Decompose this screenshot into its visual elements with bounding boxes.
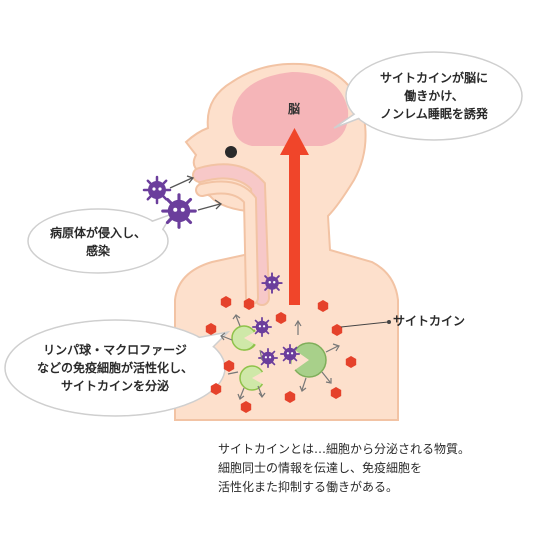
brain-label: 脳 — [288, 102, 301, 116]
caption: サイトカインとは…細胞から分泌される物質。 細胞同士の情報を伝達し、免疫細胞を … — [218, 440, 470, 497]
immune-bubble-line-3: サイトカインを分泌 — [60, 379, 169, 393]
virus-icon — [252, 317, 272, 337]
infection-bubble-shape — [27, 208, 174, 274]
immune-bubble-shape — [4, 319, 231, 417]
eye-icon — [225, 146, 237, 158]
infection-bubble-line-1: 病原体が侵入し、 — [49, 226, 146, 240]
immune-bubble-line-1: リンパ球・マクロファージ — [43, 343, 187, 357]
caption-line-2: 細胞同士の情報を伝達し、免疫細胞を — [218, 461, 423, 475]
virus-icon — [261, 272, 283, 294]
cytokine-label: サイトカイン — [393, 314, 466, 328]
caption-line-3: 活性化また抑制する働きがある。 — [218, 480, 399, 494]
brain-bubble-text: サイトカインが脳に 働きかけ、 ノンレム睡眠を誘発 — [358, 69, 510, 123]
secretion-arrows — [220, 314, 340, 400]
brain-bubble-line-2: 働きかけ、 — [404, 89, 464, 103]
caption-line-1: サイトカインとは…細胞から分泌される物質。 — [218, 442, 471, 456]
cytokine-leader-line — [340, 320, 391, 328]
immune-cells — [231, 325, 327, 391]
infection-bubble-line-2: 感染 — [85, 244, 110, 258]
cytokine-to-brain-arrow — [280, 128, 309, 305]
virus-icon — [161, 193, 197, 229]
brain-bubble-line-3: ノンレム睡眠を誘発 — [380, 107, 488, 121]
immune-bubble-line-2: などの免疫細胞が活性化し、 — [36, 361, 193, 375]
brain-bubble-shape — [333, 51, 523, 141]
brain-bubble-line-1: サイトカインが脳に — [379, 71, 488, 85]
pathogens-outside — [142, 175, 223, 229]
virus-icon — [280, 344, 300, 364]
airway — [192, 163, 270, 306]
brain-region — [232, 72, 349, 146]
immune-bubble-text: リンパ球・マクロファージ などの免疫細胞が活性化し、 サイトカインを分泌 — [18, 341, 212, 395]
infection-bubble-text: 病原体が侵入し、 感染 — [38, 224, 158, 260]
